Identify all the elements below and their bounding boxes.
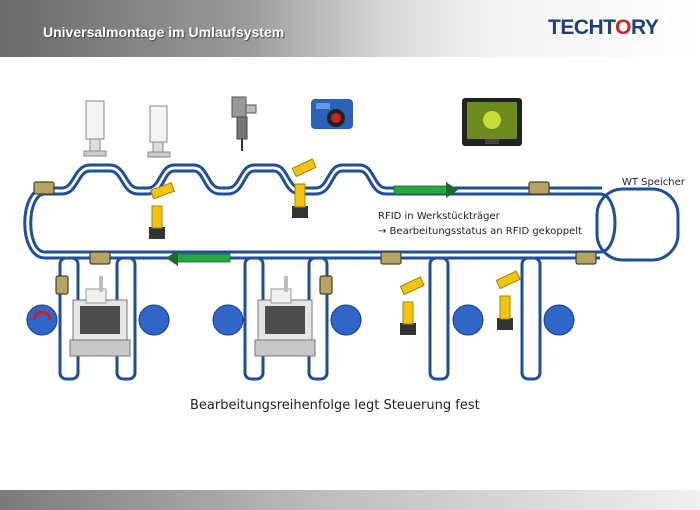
- sequence-caption: Bearbeitungsreihenfolge legt Steuerung f…: [190, 398, 480, 413]
- wt-storage-loop: [595, 187, 680, 262]
- footer-bar: [0, 490, 700, 510]
- carrier-2: [528, 181, 550, 195]
- carrier-7: [319, 275, 333, 295]
- linear-axis-module-2: [147, 105, 171, 158]
- robot-arm-2: [291, 158, 317, 218]
- rfid-status-label: → Bearbeitungsstatus an RFID gekoppelt: [378, 226, 582, 237]
- wt-speicher-label: WT Speicher: [622, 177, 686, 188]
- monitor-display: [462, 98, 522, 146]
- station-circle-5: [452, 304, 484, 336]
- screwdriver-tool: [231, 96, 257, 151]
- station-circle-1: [26, 304, 58, 336]
- station-circle-6: [543, 304, 575, 336]
- carrier-4: [380, 251, 402, 265]
- conveyor-diagram: WT Speicher RFID in Werkstückträger → Be…: [23, 96, 686, 413]
- linear-axis-module-1: [83, 100, 107, 157]
- arrow-right-icon: [393, 182, 458, 198]
- rfid-label: RFID in Werkstückträger: [378, 211, 501, 222]
- header-bar: Universalmontage im Umlaufsystem TECHTOR…: [0, 0, 700, 57]
- robot-arm-4: [495, 270, 521, 330]
- station-circle-2: [138, 304, 170, 336]
- carrier-6: [55, 275, 69, 295]
- station-circle-3: [212, 304, 244, 336]
- page-title: Universalmontage im Umlaufsystem: [43, 24, 285, 40]
- techtory-logo: TECHTORY: [548, 16, 659, 39]
- workpiece-carriers: [33, 181, 597, 295]
- red-mark-icon: [32, 310, 52, 321]
- carrier-5: [575, 251, 597, 265]
- assembly-cell-2: [254, 276, 316, 357]
- arrow-left-icon: [166, 250, 231, 266]
- carrier-3: [89, 251, 111, 265]
- station-circle-4: [330, 304, 362, 336]
- main-conveyor-loop: [23, 163, 617, 260]
- branch-6: [520, 256, 542, 381]
- carrier-1: [33, 181, 55, 195]
- robot-arm-3: [399, 276, 425, 335]
- work-stations: [26, 304, 575, 336]
- robot-arm-1: [149, 182, 176, 239]
- camera-icon: [311, 99, 353, 129]
- branch-5: [428, 256, 450, 381]
- assembly-cell-1: [69, 276, 131, 357]
